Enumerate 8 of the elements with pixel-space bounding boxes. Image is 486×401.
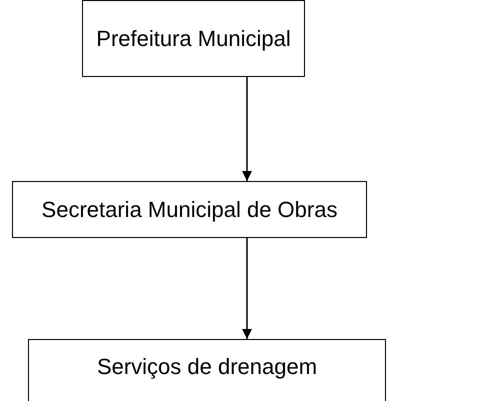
box-label: Serviços de drenagem (96, 354, 318, 380)
arrow (242, 238, 252, 339)
org-box (28, 339, 386, 401)
org-box (12, 181, 367, 238)
box-label: Secretaria Municipal de Obras (42, 196, 338, 222)
box-label: Prefeitura Municipal (96, 26, 291, 52)
arrow (242, 77, 252, 181)
org-box (82, 0, 305, 77)
